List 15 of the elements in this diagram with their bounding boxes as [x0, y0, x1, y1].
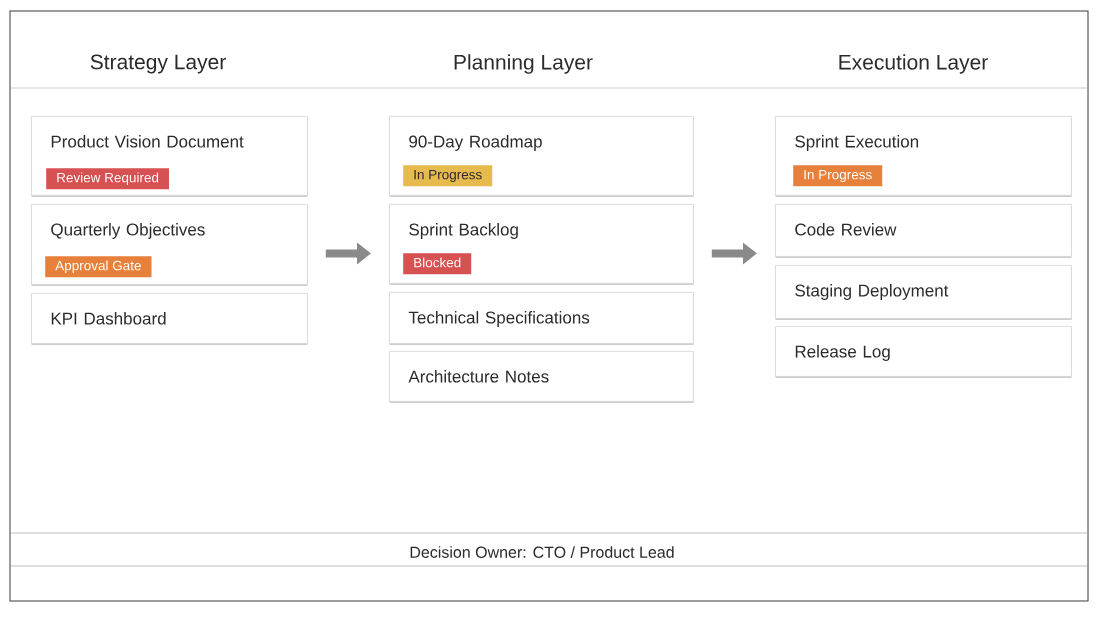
status-badge: In Progress	[403, 165, 493, 187]
status-badge: Review Required	[46, 168, 169, 190]
footer-text: Decision Owner: CTO / Product Lead	[410, 546, 674, 558]
card: Technical Specifications	[389, 292, 694, 345]
column-heading: Strategy Layer	[90, 54, 226, 74]
column-heading: Execution Layer	[839, 54, 988, 74]
card: KPI Dashboard	[31, 293, 308, 345]
card: Architecture Notes	[389, 351, 694, 403]
status-badge: In Progress	[793, 165, 883, 187]
card: Staging Deployment	[775, 265, 1072, 320]
column-heading: Planning Layer	[454, 54, 593, 74]
status-badge: Blocked	[403, 253, 472, 275]
card: Code Review	[775, 204, 1072, 258]
status-badge: Approval Gate	[45, 256, 152, 278]
card: Release Log	[775, 326, 1072, 378]
